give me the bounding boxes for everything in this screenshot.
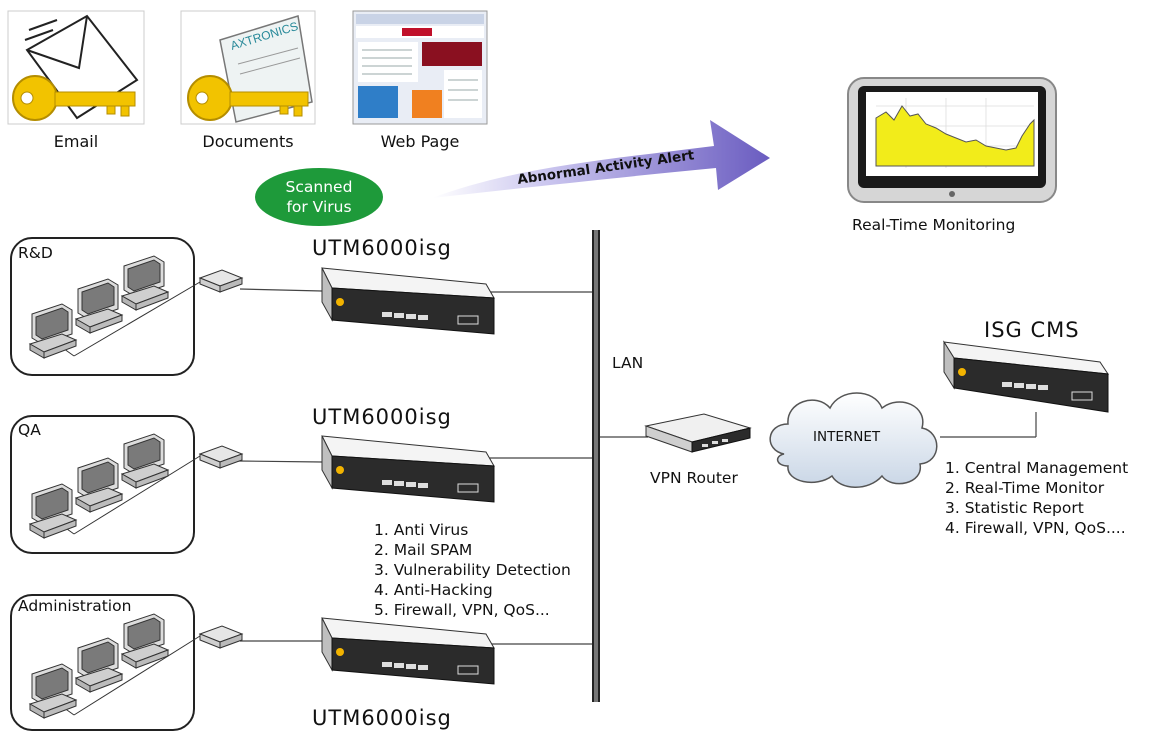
cms-feature-list: 1. Central Management 2. Real-Time Monit… (945, 458, 1128, 538)
lan-label: LAN (612, 354, 644, 372)
internet-label: INTERNET (813, 429, 881, 445)
utm-feature-item: 2. Mail SPAM (374, 541, 473, 559)
group-administration-label: Administration (18, 597, 132, 615)
utm-label-rnd: UTM6000isg (312, 236, 452, 260)
internet-cloud-icon (769, 392, 938, 488)
utm-feature-item: 4. Anti-Hacking (374, 581, 493, 599)
real-time-monitoring-label: Real-Time Monitoring (852, 216, 1016, 234)
web-page-label: Web Page (380, 132, 460, 151)
utm-feature-item: 1. Anti Virus (374, 521, 469, 539)
cms-feature-item: 2. Real-Time Monitor (945, 479, 1105, 497)
cms-feature-item: 3. Statistic Report (945, 499, 1084, 517)
cms-feature-item: 1. Central Management (945, 459, 1129, 477)
email-label: Email (53, 132, 99, 151)
real-time-monitor-icon (847, 77, 1057, 203)
email-key-icon (7, 10, 145, 125)
web-page-icon (352, 10, 488, 125)
utm-label-qa: UTM6000isg (312, 405, 452, 429)
documents-label: Documents (202, 132, 294, 151)
isg-cms-appliance (943, 340, 1110, 413)
scanned-for-virus-badge: Scanned for Virus (255, 168, 383, 226)
documents-icon-group: AXTRONICS Documents (180, 10, 316, 151)
isg-cms-title: ISG CMS (984, 318, 1080, 342)
vpn-router-icon (644, 413, 752, 453)
group-rnd-label: R&D (18, 244, 53, 262)
abnormal-activity-alert-arrow: Abnormal Activity Alert (432, 120, 770, 198)
utm-feature-item: 5. Firewall, VPN, QoS... (374, 601, 550, 619)
lan-backbone (592, 230, 600, 702)
web-page-icon-group: Web Page (352, 10, 488, 151)
utm-feature-item: 3. Vulnerability Detection (374, 561, 571, 579)
utm-label-administration: UTM6000isg (312, 706, 452, 730)
scanned-badge-text: Scanned for Virus (285, 178, 353, 216)
email-icon-group: Email (7, 10, 145, 151)
utm-feature-list: 1. Anti Virus 2. Mail SPAM 3. Vulnerabil… (374, 520, 571, 620)
cms-feature-item: 4. Firewall, VPN, QoS.... (945, 519, 1126, 537)
vpn-router-label: VPN Router (650, 469, 738, 487)
group-computers (29, 255, 243, 719)
utm-appliances (321, 267, 495, 685)
documents-key-icon: AXTRONICS (180, 10, 316, 125)
group-qa-label: QA (18, 421, 41, 439)
